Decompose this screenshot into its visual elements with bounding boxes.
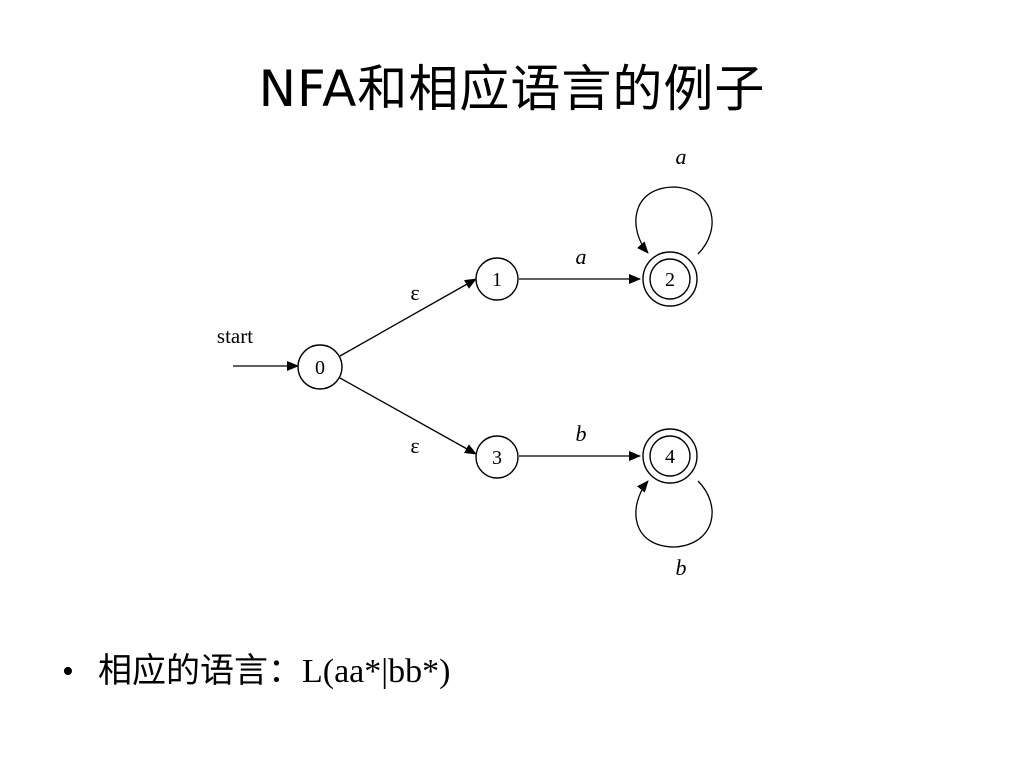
state-3: 3 xyxy=(475,435,519,479)
state-1-label: 1 xyxy=(492,269,502,291)
edge-0-1 xyxy=(339,278,477,357)
edge-label-3-4: b xyxy=(576,421,587,446)
edge-label-4-4: b xyxy=(676,555,687,580)
slide-title: NFA和相应语言的例子 xyxy=(258,60,766,118)
edge-label-0-3: ε xyxy=(410,433,419,458)
language-bullet: • 相应的语言：L(aa*|bb*) xyxy=(62,652,450,693)
state-3-label: 3 xyxy=(492,447,502,469)
state-0-label: 0 xyxy=(315,357,325,379)
edge-label-2-2: a xyxy=(676,144,687,169)
bullet-marker: • xyxy=(62,653,74,690)
state-4-label: 4 xyxy=(665,446,675,468)
state-1: 1 xyxy=(475,257,519,301)
state-2-label: 2 xyxy=(665,269,675,291)
start-label: start xyxy=(217,324,253,348)
edge-2-2-loop xyxy=(635,186,713,255)
state-0: 0 xyxy=(297,344,343,390)
language-text: 相应的语言：L(aa*|bb*) xyxy=(98,653,451,690)
edge-label-0-1: ε xyxy=(410,280,419,305)
state-2: 2 xyxy=(642,251,698,307)
edge-label-1-2: a xyxy=(576,244,587,269)
state-4: 4 xyxy=(642,428,698,484)
edge-4-4-loop xyxy=(635,480,713,548)
edge-0-3 xyxy=(339,377,477,455)
